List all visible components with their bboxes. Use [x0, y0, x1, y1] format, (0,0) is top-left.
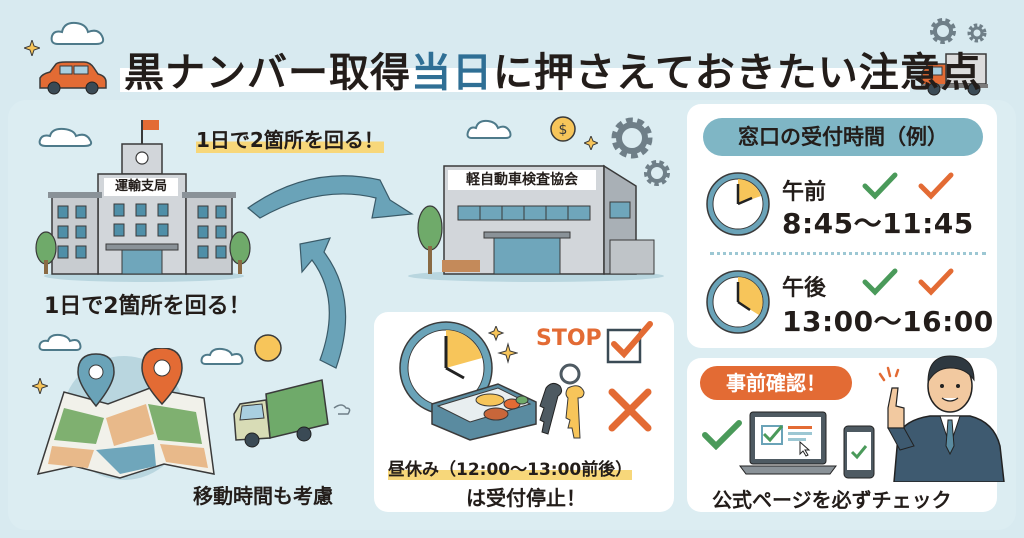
clock-icon — [706, 172, 770, 236]
map-icon — [36, 348, 215, 480]
precheck-caption: 公式ページを必ずチェック — [712, 488, 952, 512]
truck-icon — [921, 53, 988, 96]
schedule-divider — [710, 252, 986, 255]
clock-icon — [706, 270, 770, 334]
cloud-icon — [38, 333, 82, 351]
precheck-badge: 事前確認！ — [700, 366, 852, 400]
car-icon — [39, 61, 107, 95]
location-pin-icon — [77, 353, 115, 408]
morning-label: 午前 — [782, 180, 827, 205]
sparkle-icon — [32, 378, 48, 394]
afternoon-hours: 13:00〜16:00 — [782, 305, 994, 338]
route-caption-top: 1日で2箇所を回る！ — [196, 124, 384, 153]
bento-icon — [431, 383, 537, 441]
afternoon-label: 午後 — [782, 276, 827, 301]
keys-icon — [539, 363, 585, 439]
title-highlight: 当日 — [411, 50, 493, 96]
laptop-icon — [739, 411, 837, 475]
title-suffix: に押さえておきたい注意点 — [493, 50, 982, 96]
smartphone-icon — [843, 425, 875, 479]
cross-icon — [608, 388, 652, 432]
travel-time-caption: 移動時間も考慮 — [193, 484, 333, 508]
cloud-icon — [200, 347, 244, 365]
title-prefix: 黒ナンバー取得 — [124, 50, 411, 96]
arrow-icon — [247, 175, 414, 369]
sparkle-icon — [488, 326, 518, 364]
gear-icon — [611, 117, 653, 159]
checkmark-icon — [702, 420, 742, 450]
sparkle-icon — [24, 40, 40, 56]
cloud-icon — [50, 21, 105, 45]
gear-icon — [930, 18, 956, 44]
checkmark-icon — [918, 268, 954, 296]
svg-text:$: $ — [559, 122, 568, 138]
morning-hours: 8:45〜11:45 — [782, 207, 974, 240]
sparkle-icon — [584, 136, 598, 150]
location-pin-icon — [141, 348, 183, 406]
truck-icon — [233, 379, 351, 448]
route-caption-bottom: 1日で2箇所を回る！ — [44, 294, 251, 319]
page-title: 黒ナンバー取得当日に押さえておきたい注意点 — [110, 38, 981, 98]
checkmark-icon — [862, 268, 898, 296]
gear-icon — [644, 160, 670, 186]
stop-label: STOP — [536, 326, 602, 351]
building-sign-transport-bureau: 運輸支局 — [104, 178, 178, 196]
coin-icon: $ — [550, 116, 576, 142]
building-sign-kei-inspection: 軽自動車検査協会 — [448, 170, 596, 190]
lunch-break-notice: は受付停止！ — [466, 486, 586, 510]
title-underline-band — [120, 68, 910, 92]
coin-icon — [254, 334, 282, 362]
checkmark-icon — [918, 172, 954, 200]
clock-icon — [399, 321, 493, 415]
cloud-icon — [38, 127, 93, 147]
cloud-icon — [466, 119, 512, 139]
checkbox-checked-icon — [606, 321, 653, 364]
schedule-header: 窓口の受付時間（例） — [703, 118, 983, 156]
businessman-icon — [878, 355, 1005, 482]
gear-icon — [967, 23, 987, 43]
lunch-break-time: 昼休み（12:00〜13:00前後） — [388, 455, 633, 480]
title-text: 黒ナンバー取得当日に押さえておきたい注意点 — [124, 40, 982, 98]
checkmark-icon — [862, 172, 898, 200]
